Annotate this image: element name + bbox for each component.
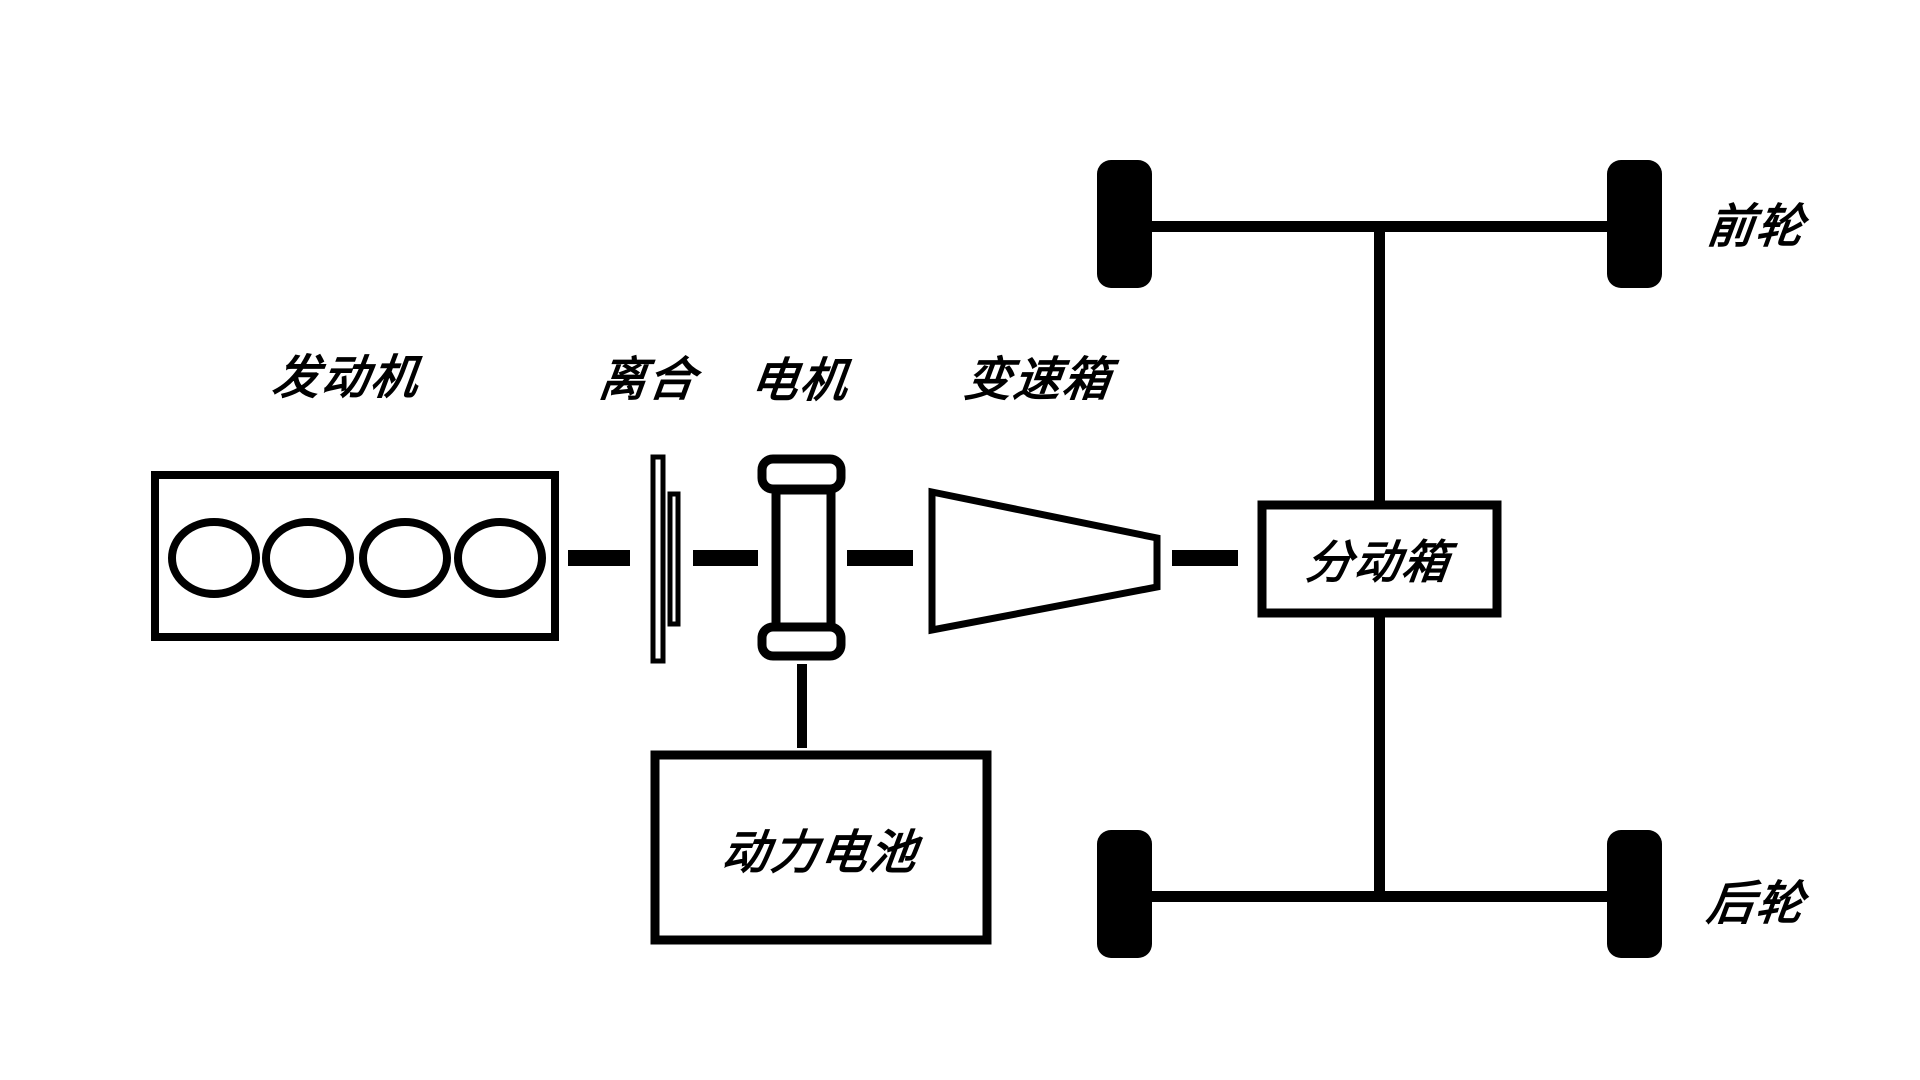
clutch-disc-small	[667, 491, 681, 627]
engine-label: 发动机	[269, 350, 424, 406]
engine-cylinder-2	[262, 518, 354, 598]
clutch-disc-large	[650, 454, 666, 664]
shaft-dash-gearbox-transfercase	[1172, 550, 1238, 566]
rear-wheel-label: 后轮	[1704, 876, 1809, 932]
battery-box	[650, 750, 992, 945]
battery-connector-line	[797, 664, 807, 748]
clutch-label: 离合	[596, 352, 701, 408]
rear-right-wheel	[1607, 830, 1662, 958]
battery-label: 动力电池	[719, 825, 922, 881]
motor-label: 电机	[748, 353, 853, 409]
engine-cylinder-4	[454, 518, 546, 598]
rear-driveshaft-line	[1374, 609, 1385, 896]
transfer-case-box	[1257, 500, 1502, 618]
front-left-wheel	[1097, 160, 1152, 288]
shaft-dash-engine-clutch	[568, 550, 630, 566]
engine-cylinder-3	[359, 518, 451, 598]
shaft-dash-motor-gearbox	[847, 550, 913, 566]
gearbox-trapezoid	[928, 487, 1161, 635]
rear-axle-line	[1152, 891, 1607, 902]
front-right-wheel	[1607, 160, 1662, 288]
motor-top-cap	[757, 454, 846, 494]
front-wheel-label: 前轮	[1704, 199, 1809, 255]
engine-cylinder-1	[168, 518, 260, 598]
motor-bottom-cap	[757, 622, 846, 661]
motor-body	[771, 485, 836, 632]
shaft-dash-clutch-motor	[693, 550, 758, 566]
rear-left-wheel	[1097, 830, 1152, 958]
transfer-case-label: 分动箱	[1303, 535, 1454, 589]
gearbox-label: 变速箱	[961, 352, 1116, 408]
front-driveshaft-line	[1374, 226, 1385, 509]
